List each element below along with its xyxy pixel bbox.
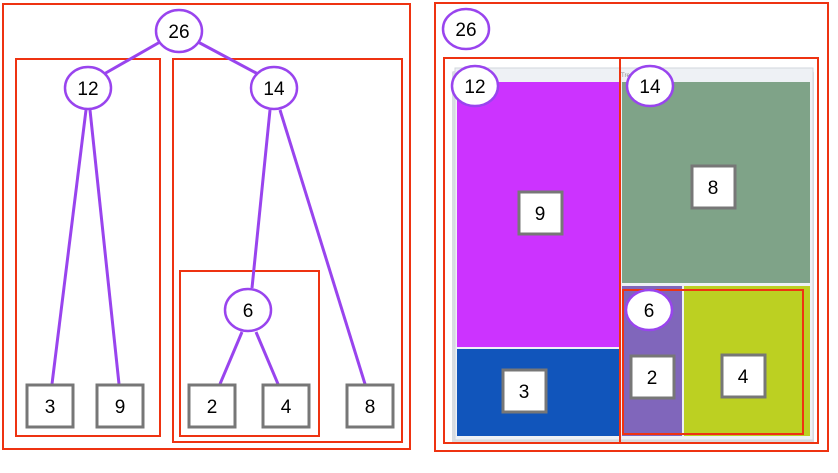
edge-6-2 <box>218 331 244 385</box>
leaf-box <box>261 383 311 429</box>
node-circle <box>154 8 204 54</box>
leaf-8: 8 <box>345 383 395 429</box>
tile-label-box <box>690 164 737 210</box>
tile-label-text: 3 <box>519 382 530 403</box>
node-label: 12 <box>464 77 485 98</box>
node-label: 12 <box>77 79 98 100</box>
leaf-label: 2 <box>207 397 218 418</box>
tile-label-text: 2 <box>647 368 658 389</box>
node-6: 6 <box>223 287 273 333</box>
node-12: 12 <box>63 65 113 111</box>
leaf-label: 4 <box>281 397 292 418</box>
treemap-node-14: 14 <box>625 64 675 108</box>
node-circle <box>223 287 273 333</box>
node-circle <box>63 65 113 111</box>
tile-label-box <box>720 353 767 399</box>
tile-label-8: 8 <box>690 164 737 210</box>
tile-label-box <box>501 368 548 414</box>
frame-subtree-14 <box>172 58 403 443</box>
tile-label-4: 4 <box>720 353 767 399</box>
leaf-9: 9 <box>95 383 145 429</box>
node-label: 26 <box>455 20 476 41</box>
edge-12-3 <box>50 109 88 385</box>
node-circle <box>624 288 674 332</box>
leaf-box <box>187 383 237 429</box>
leaf-label: 3 <box>45 397 56 418</box>
frame-root-26 <box>434 2 829 452</box>
leaf-box <box>25 383 75 429</box>
leaf-3: 3 <box>25 383 75 429</box>
tree-edges <box>50 40 367 385</box>
tile-label-3: 3 <box>501 368 548 414</box>
node-label: 14 <box>263 79 285 100</box>
edge-14-8 <box>278 109 367 385</box>
edge-12-9 <box>88 109 121 385</box>
tile-label-text: 8 <box>708 178 719 199</box>
tile-label-text: 4 <box>738 367 749 388</box>
tile-label-box <box>629 354 676 400</box>
edge-26-12 <box>103 40 161 76</box>
treemap-window-title: Tre <box>621 73 630 79</box>
node-circle <box>625 64 675 108</box>
node-26: 26 <box>154 8 204 54</box>
treemap-node-26: 26 <box>441 7 491 51</box>
tile-label-9: 9 <box>517 190 564 236</box>
node-label: 6 <box>243 301 254 322</box>
frame-group-6 <box>622 289 804 435</box>
tree-panel: 26 12 14 6 3 9 2 4 <box>2 3 411 450</box>
frame-subtree-12 <box>15 58 161 437</box>
leaf-label: 8 <box>365 397 376 418</box>
tile-label-text: 9 <box>535 204 546 225</box>
treemap-node-6: 6 <box>624 288 674 332</box>
treemap-panel: Tre 26 12 14 6 9 <box>434 2 829 452</box>
leaf-box <box>345 383 395 429</box>
node-circle <box>441 7 491 51</box>
tile-label-2: 2 <box>629 354 676 400</box>
leaf-2: 2 <box>187 383 237 429</box>
frame-subtree-6 <box>179 270 320 437</box>
edge-14-6 <box>250 109 272 289</box>
frame-root-26 <box>2 3 411 450</box>
node-label: 14 <box>639 77 661 98</box>
edge-26-14 <box>197 40 259 76</box>
node-label: 6 <box>644 301 655 322</box>
treemap-node-12: 12 <box>450 64 500 108</box>
node-14: 14 <box>249 65 299 111</box>
tile-label-box <box>517 190 564 236</box>
leaf-4: 4 <box>261 383 311 429</box>
leaf-label: 9 <box>115 397 126 418</box>
edge-6-4 <box>254 331 280 385</box>
node-circle <box>450 64 500 108</box>
node-label: 26 <box>168 22 189 43</box>
frame-group-14 <box>619 57 819 444</box>
node-circle <box>249 65 299 111</box>
leaf-box <box>95 383 145 429</box>
